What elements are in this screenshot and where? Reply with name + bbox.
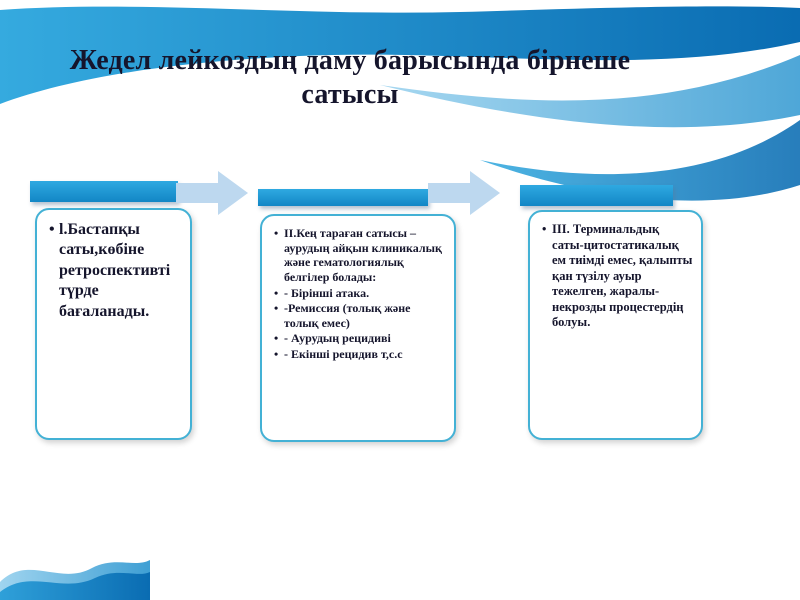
stage-2-bullet-list: II.Кең тараған сатысы – аурудың айқын кл… <box>274 226 446 362</box>
arrow-right-icon-1 <box>176 171 248 215</box>
stage-3-bullet: III. Терминальдық саты-цитостатикалық ем… <box>542 222 693 331</box>
stage-box-2: II.Кең тараған сатысы – аурудың айқын кл… <box>260 214 456 442</box>
stage-1-bullet-list: l.Бастапқы саты,көбіне ретроспективті тү… <box>49 220 182 322</box>
slide-title: Жедел лейкоздың даму барысында бірнеше с… <box>40 44 660 112</box>
stage-bar-1 <box>30 181 178 202</box>
stage-bar-3 <box>520 185 673 206</box>
stage-2-bullet: - Аурудың рецидиві <box>274 331 446 346</box>
stage-2-bullet: - Екінші рецидив т,с.с <box>274 347 446 362</box>
stage-2-bullet: -Ремиссия (толық және толық емес) <box>274 301 446 330</box>
slide-title-line-2: сатысы <box>301 79 399 111</box>
top-wave-decoration <box>0 6 800 201</box>
stage-1-bullet: l.Бастапқы саты,көбіне ретроспективті тү… <box>49 220 182 322</box>
slide-title-line-1: Жедел лейкоздың даму барысында бірнеше <box>69 45 631 76</box>
stage-3-bullet-list: III. Терминальдық саты-цитостатикалық ем… <box>542 222 693 331</box>
stage-bar-2 <box>258 189 428 206</box>
stage-box-1: l.Бастапқы саты,көбіне ретроспективті тү… <box>35 208 192 440</box>
stage-box-3: III. Терминальдық саты-цитостатикалық ем… <box>528 210 703 440</box>
stage-2-bullet: - Бірінші атака. <box>274 286 446 301</box>
bottom-wave-decoration <box>0 560 150 600</box>
arrow-right-icon-2 <box>428 171 500 215</box>
stage-2-bullet: II.Кең тараған сатысы – аурудың айқын кл… <box>274 226 446 285</box>
